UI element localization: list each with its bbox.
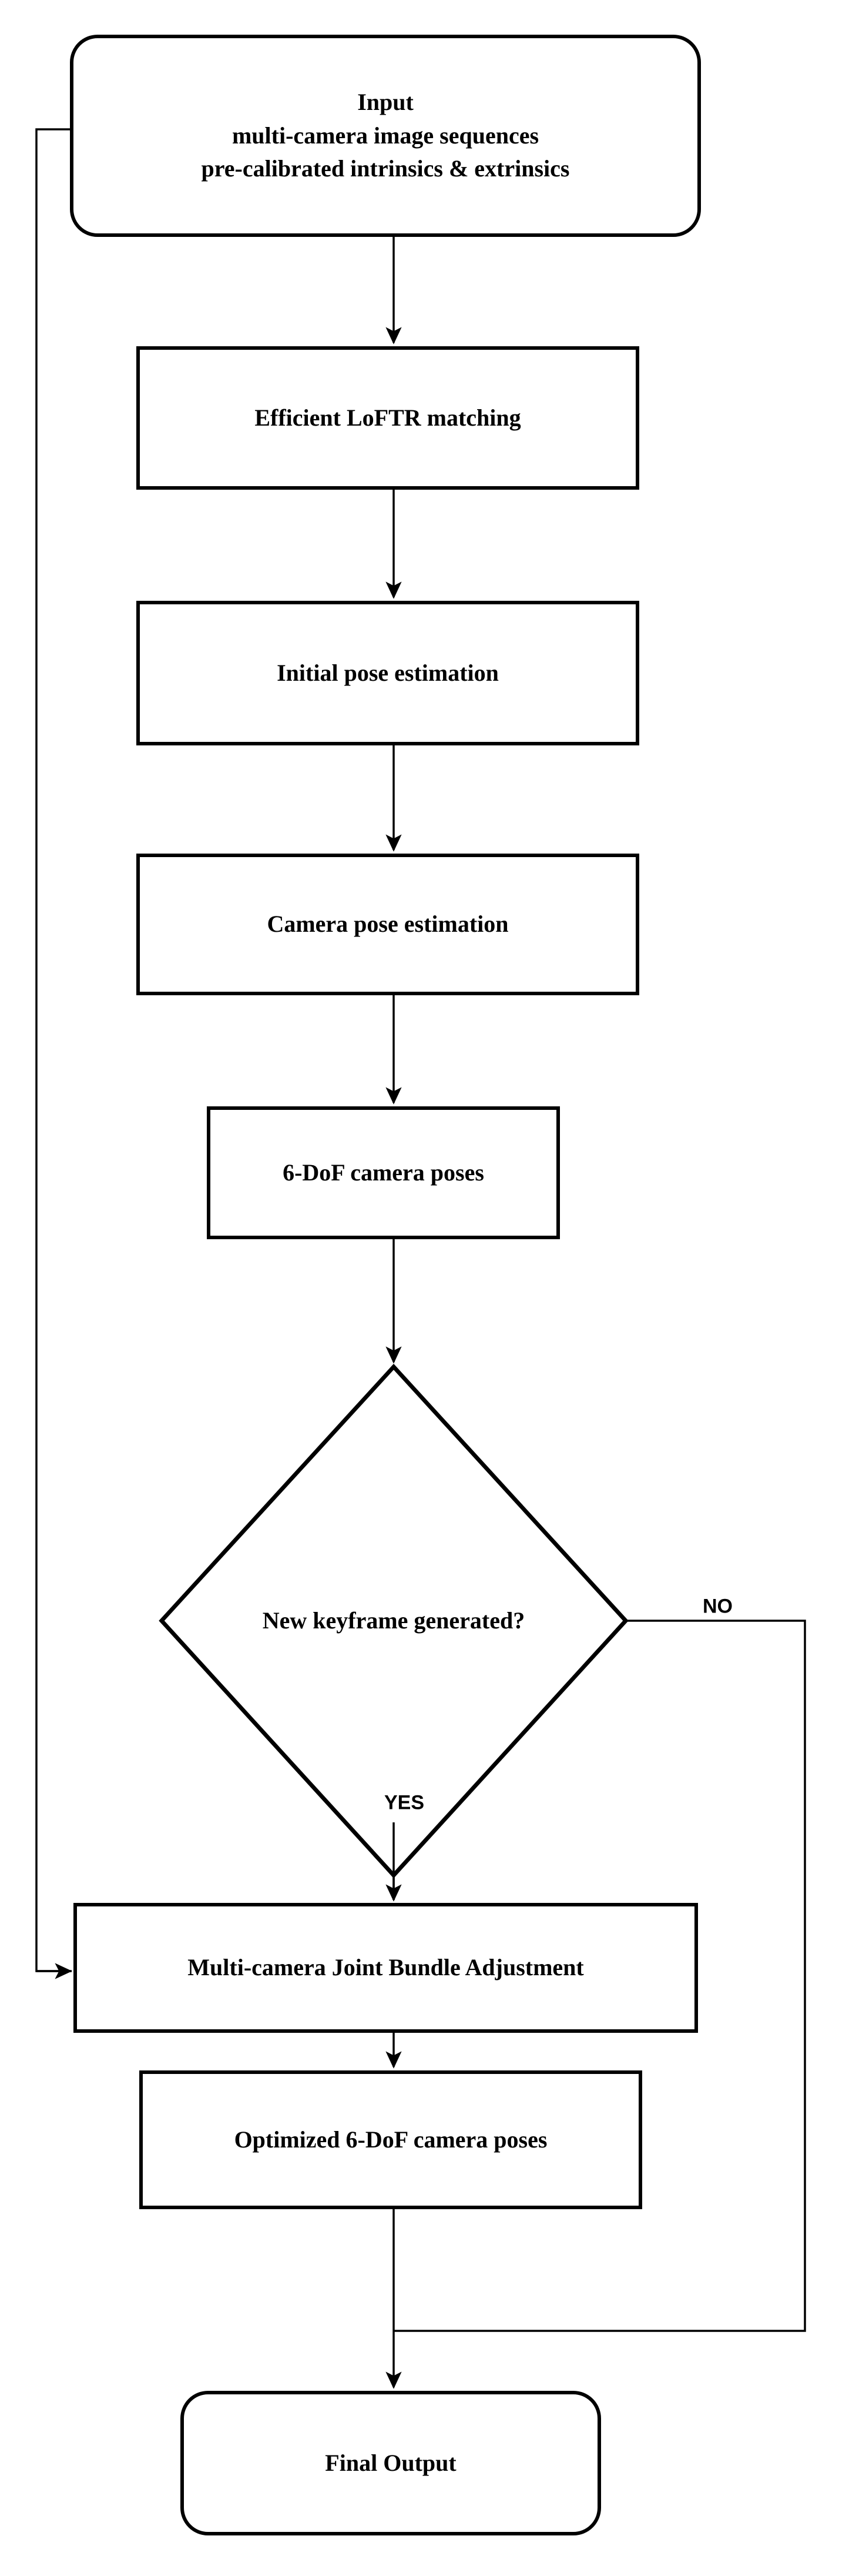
edge-label-yes: YES [384,1791,425,1814]
node-shape-bundle-adjustment[interactable] [73,1903,698,2033]
node-shape-initial-pose[interactable] [136,601,639,745]
node-shape-camera-pose[interactable] [136,854,639,995]
node-shape-final-output[interactable] [180,2391,601,2535]
node-shape-input[interactable] [70,35,701,237]
edge-bundle-adjustment-feedback-to-input [35,128,72,1972]
edge-decision-no-branch [394,1620,806,2332]
edge-label-no: NO [703,1595,733,1618]
node-shape-loftr[interactable] [136,346,639,490]
node-shape-optimized-poses[interactable] [139,2070,642,2209]
node-shape-six-dof-poses[interactable] [207,1106,560,1239]
